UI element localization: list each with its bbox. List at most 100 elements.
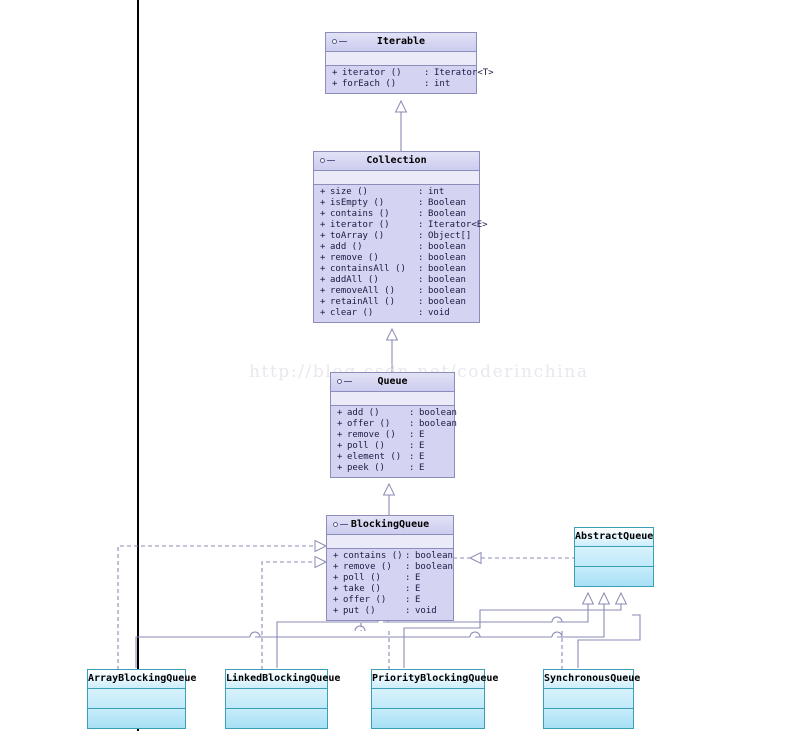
member-type: Boolean (428, 209, 466, 219)
visibility: + (320, 275, 326, 285)
edge-lbq-bus-a (276, 621, 378, 668)
member-name: remove () (343, 562, 392, 572)
member-name: poll () (347, 441, 385, 451)
uml-class-priorityblockingqueue[interactable]: PriorityBlockingQueue (371, 669, 498, 729)
uml-class-arrayblockingqueue[interactable]: ArrayBlockingQueue (87, 669, 196, 729)
visibility: + (320, 198, 326, 208)
member-type: boolean (428, 286, 466, 296)
uml-class-abstractqueue[interactable]: AbstractQueue (574, 527, 654, 587)
separator: : (405, 551, 411, 561)
member-name: remove () (330, 253, 379, 263)
visibility: + (320, 253, 326, 263)
synchronousqueue-operations-compartment (544, 709, 633, 728)
visibility: + (333, 584, 339, 594)
edge-arrayblockingqueue-blockingqueue (117, 539, 328, 670)
member-name: take () (343, 584, 381, 594)
separator: : (409, 463, 415, 473)
edge-arrayblockingqueue-abstractqueue (557, 591, 611, 638)
arrayblockingqueue-attributes-compartment (88, 689, 185, 709)
member-type: E (419, 430, 425, 440)
member-row: +poll ():E (327, 573, 453, 584)
blockingqueue-operations-compartment: +contains ():boolean +remove ():boolean … (327, 549, 453, 620)
collection-header: Collection (314, 152, 479, 171)
member-type: boolean (428, 242, 466, 252)
visibility: + (320, 220, 326, 230)
interface-lollipop-icon (333, 522, 349, 529)
member-name: clear () (330, 308, 374, 318)
uml-class-linkedblockingqueue[interactable]: LinkedBlockingQueue (225, 669, 340, 729)
abstractqueue-operations-compartment (575, 567, 653, 586)
separator: : (418, 231, 424, 241)
visibility: + (320, 297, 326, 307)
blockingqueue-title: BlockingQueue (350, 519, 430, 530)
separator: : (424, 68, 430, 78)
member-row: +size ():int (314, 187, 479, 198)
separator: : (418, 286, 424, 296)
member-type: boolean (419, 408, 457, 418)
member-type: int (434, 79, 451, 89)
member-row: +remove ():boolean (327, 562, 453, 573)
visibility: + (337, 463, 343, 473)
member-type: E (415, 595, 421, 605)
separator: : (409, 441, 415, 451)
member-type: boolean (415, 551, 453, 561)
uml-interface-collection[interactable]: Collection + size (): int + isEmpty (): Bool… (313, 151, 488, 323)
member-row: +peek ():E (331, 463, 454, 474)
visibility: + (337, 419, 343, 429)
separator: : (418, 297, 424, 307)
separator: : (418, 275, 424, 285)
member-name: isEmpty () (330, 198, 385, 208)
member-row: +retainAll ():boolean (314, 297, 479, 308)
member-type: int (428, 187, 445, 197)
member-name: add () (330, 242, 363, 252)
member-row: + iterator () : Iterator<T> (326, 68, 494, 79)
member-name: iterator () (342, 68, 402, 78)
member-name: size () (330, 187, 368, 197)
separator: : (424, 79, 430, 89)
member-type: boolean (415, 562, 453, 572)
uml-interface-queue[interactable]: Queue +add ():boolean +offer ():boolean … (330, 372, 457, 478)
visibility: + (320, 231, 326, 241)
member-type: Object[] (428, 231, 472, 241)
uml-interface-iterable[interactable]: Iterable + iterator () : Iterator<T> + f… (325, 32, 494, 94)
abstractqueue-title: AbstractQueue (575, 528, 653, 547)
wire-jump-3 (551, 631, 563, 638)
collection-title: Collection (366, 155, 427, 166)
member-type: E (419, 452, 425, 462)
separator: : (409, 452, 415, 462)
member-row: +put ():void (327, 606, 453, 617)
priorityblockingqueue-attributes-compartment (372, 689, 484, 709)
member-row: +removeAll ():boolean (314, 286, 479, 297)
member-row: + contains (): boolean (327, 551, 453, 562)
synchronousqueue-title: SynchronousQueue (544, 670, 640, 689)
member-row: +element ():E (331, 452, 454, 463)
member-type: boolean (428, 297, 466, 307)
abstractqueue-attributes-compartment (575, 547, 653, 567)
member-type: boolean (428, 275, 466, 285)
member-name: offer () (343, 595, 387, 605)
member-name: contains () (343, 551, 403, 561)
member-type: E (419, 441, 425, 451)
member-row: +take ():E (327, 584, 453, 595)
separator: : (418, 187, 424, 197)
queue-operations-compartment: +add ():boolean +offer ():boolean +remov… (331, 406, 457, 477)
page-margin-rule (137, 0, 139, 731)
visibility: + (333, 573, 339, 583)
member-row: +remove ():E (331, 430, 454, 441)
visibility: + (320, 308, 326, 318)
uml-interface-blockingqueue[interactable]: BlockingQueue +contains ():boolean +remo… (326, 515, 454, 621)
member-name: remove () (347, 430, 396, 440)
interface-lollipop-icon (320, 158, 336, 165)
linkedblockingqueue-title: LinkedBlockingQueue (226, 670, 340, 689)
uml-class-synchronousqueue[interactable]: SynchronousQueue (543, 669, 640, 729)
edge-linkedblockingqueue-abstractqueue (557, 591, 595, 623)
separator: : (405, 595, 411, 605)
visibility: + (333, 551, 339, 561)
member-name: contains () (330, 209, 390, 219)
visibility: + (337, 452, 343, 462)
separator: : (405, 606, 411, 616)
iterable-header: Iterable (326, 33, 476, 52)
linkedblockingqueue-attributes-compartment (226, 689, 327, 709)
wire-jump-6 (354, 625, 366, 632)
edge-linkedblockingqueue-blockingqueue (261, 555, 328, 670)
